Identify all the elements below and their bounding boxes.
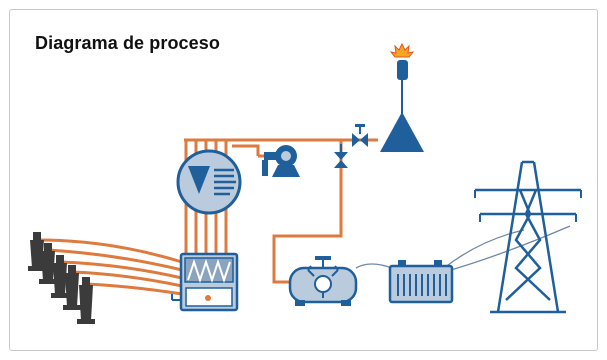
wires bbox=[355, 225, 571, 273]
pump-icon bbox=[262, 145, 300, 177]
pump-drop bbox=[232, 144, 260, 156]
valve-icon bbox=[334, 144, 348, 168]
diagram-title: Diagrama de proceso bbox=[35, 33, 220, 53]
flame-icon bbox=[389, 42, 415, 58]
transformer-icon bbox=[388, 260, 454, 304]
well-icon bbox=[77, 277, 95, 324]
well-icon bbox=[51, 255, 69, 298]
well-icon bbox=[39, 243, 57, 284]
generator-icon bbox=[288, 256, 358, 306]
flowline-5 bbox=[85, 282, 183, 296]
centrifuge-icon bbox=[176, 149, 242, 215]
power-tower-icon bbox=[474, 160, 582, 314]
flowline-1 bbox=[37, 238, 183, 264]
flowline-2 bbox=[47, 248, 183, 272]
flare-icon bbox=[380, 42, 424, 152]
well-icon bbox=[28, 232, 46, 271]
well-heads bbox=[28, 232, 95, 324]
valve-icon bbox=[352, 124, 368, 147]
flowline-4 bbox=[71, 270, 183, 288]
flowline-3 bbox=[59, 260, 183, 280]
gas-down-line bbox=[272, 140, 343, 284]
well-icon bbox=[63, 265, 81, 310]
separator-icon bbox=[171, 252, 239, 312]
